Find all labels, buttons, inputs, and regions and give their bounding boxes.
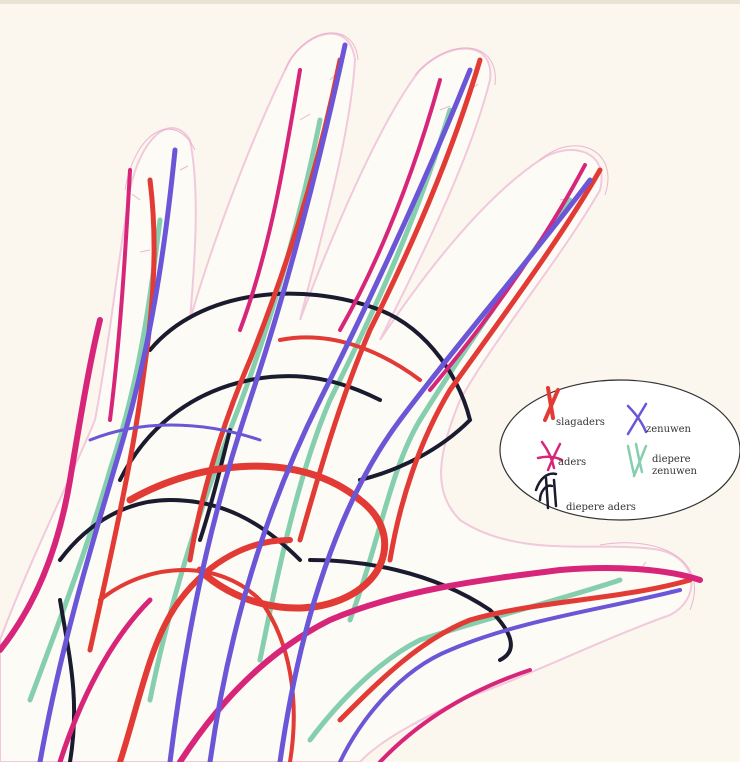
legend-label-deep-vein: diepere aders bbox=[566, 502, 636, 513]
legend-label-deep-nerve-line1: diepere bbox=[652, 454, 691, 465]
legend-label-nerve: zenuwen bbox=[646, 424, 692, 435]
legend-oval bbox=[500, 380, 740, 520]
legend: slagaders zenuwen aders diepere zenuwe bbox=[500, 380, 740, 520]
legend-label-deep-nerve-line2: zenuwen bbox=[652, 466, 698, 477]
legend-label-artery: slagaders bbox=[556, 417, 605, 428]
legend-label-vein: aders bbox=[558, 457, 586, 468]
